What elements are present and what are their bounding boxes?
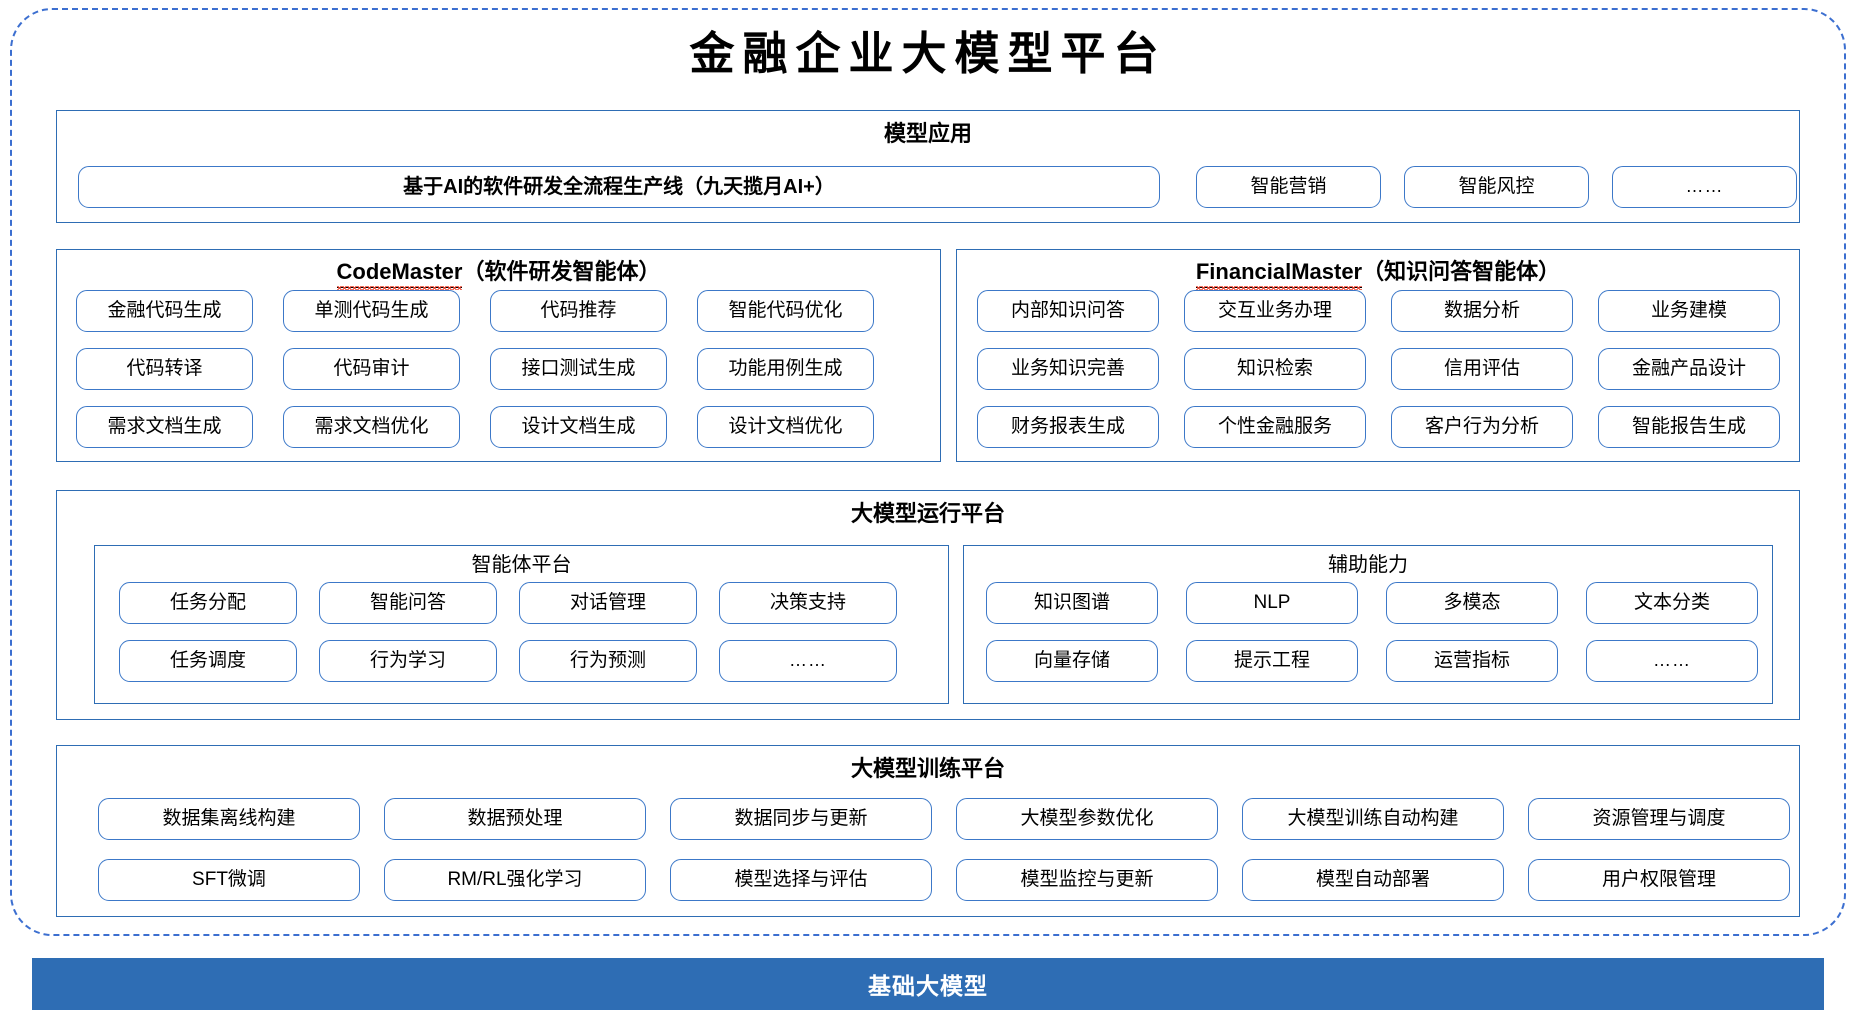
section-model-application-title: 模型应用	[883, 121, 972, 146]
financial-master-pill-9[interactable]: 个性金融服务	[1184, 406, 1366, 448]
training-pill-10[interactable]: 模型自动部署	[1242, 859, 1504, 901]
financial-master-pill-11[interactable]: 智能报告生成	[1598, 406, 1780, 448]
training-pill-9[interactable]: 模型监控与更新	[956, 859, 1218, 901]
training-pill-4[interactable]: 大模型训练自动构建	[1242, 798, 1504, 840]
support-ability-pill-more[interactable]: ……	[1586, 640, 1758, 682]
financial-master-pill-7[interactable]: 金融产品设计	[1598, 348, 1780, 390]
code-master-pill-9[interactable]: 需求文档优化	[283, 406, 460, 448]
code-master-pill-0[interactable]: 金融代码生成	[76, 290, 253, 332]
code-master-name: CodeMaster	[336, 258, 463, 290]
app-pill-ai-pipeline[interactable]: 基于AI的软件研发全流程生产线（九天揽月AI+）	[78, 166, 1160, 208]
section-runtime-platform-title: 大模型运行平台	[850, 501, 1005, 526]
code-master-pill-5[interactable]: 代码审计	[283, 348, 460, 390]
training-pill-0[interactable]: 数据集离线构建	[98, 798, 360, 840]
agent-platform-pill-1[interactable]: 智能问答	[319, 582, 497, 624]
financial-master-pill-5[interactable]: 知识检索	[1184, 348, 1366, 390]
diagram-outer-frame	[10, 8, 1846, 936]
code-master-pill-3[interactable]: 智能代码优化	[697, 290, 874, 332]
code-master-pill-4[interactable]: 代码转译	[76, 348, 253, 390]
app-pill-smart-risk-control[interactable]: 智能风控	[1404, 166, 1589, 208]
agent-platform-pill-5[interactable]: 行为学习	[319, 640, 497, 682]
financial-master-name: FinancialMaster	[1195, 258, 1363, 290]
subpanel-support-ability-title: 辅助能力	[1328, 554, 1408, 576]
support-ability-pill-6[interactable]: 运营指标	[1386, 640, 1558, 682]
training-pill-7[interactable]: RM/RL强化学习	[384, 859, 646, 901]
page-title: 金融企业大模型平台	[689, 29, 1167, 79]
training-pill-11[interactable]: 用户权限管理	[1528, 859, 1790, 901]
code-master-pill-2[interactable]: 代码推荐	[490, 290, 667, 332]
financial-master-pill-8[interactable]: 财务报表生成	[977, 406, 1159, 448]
financial-master-pill-3[interactable]: 业务建模	[1598, 290, 1780, 332]
training-pill-5[interactable]: 资源管理与调度	[1528, 798, 1790, 840]
agent-platform-pill-more[interactable]: ……	[719, 640, 897, 682]
section-financial-master-title: FinancialMaster（知识问答智能体）	[957, 258, 1799, 290]
code-master-pill-1[interactable]: 单测代码生成	[283, 290, 460, 332]
support-ability-pill-0[interactable]: 知识图谱	[986, 582, 1158, 624]
app-pill-more[interactable]: ……	[1612, 166, 1797, 208]
financial-master-pill-6[interactable]: 信用评估	[1391, 348, 1573, 390]
code-master-pill-8[interactable]: 需求文档生成	[76, 406, 253, 448]
training-pill-3[interactable]: 大模型参数优化	[956, 798, 1218, 840]
financial-master-pill-10[interactable]: 客户行为分析	[1391, 406, 1573, 448]
section-code-master-title: CodeMaster（软件研发智能体）	[57, 258, 940, 290]
section-training-platform-title: 大模型训练平台	[850, 756, 1005, 781]
financial-master-pill-2[interactable]: 数据分析	[1391, 290, 1573, 332]
subpanel-agent-platform-title: 智能体平台	[471, 554, 572, 576]
code-master-pill-6[interactable]: 接口测试生成	[490, 348, 667, 390]
agent-platform-pill-2[interactable]: 对话管理	[519, 582, 697, 624]
base-model-bar: 基础大模型	[32, 958, 1824, 1010]
support-ability-pill-1[interactable]: NLP	[1186, 582, 1358, 624]
agent-platform-pill-0[interactable]: 任务分配	[119, 582, 297, 624]
financial-master-pill-0[interactable]: 内部知识问答	[977, 290, 1159, 332]
app-pill-smart-marketing[interactable]: 智能营销	[1196, 166, 1381, 208]
support-ability-pill-5[interactable]: 提示工程	[1186, 640, 1358, 682]
training-pill-1[interactable]: 数据预处理	[384, 798, 646, 840]
agent-platform-pill-6[interactable]: 行为预测	[519, 640, 697, 682]
support-ability-pill-2[interactable]: 多模态	[1386, 582, 1558, 624]
code-master-pill-7[interactable]: 功能用例生成	[697, 348, 874, 390]
financial-master-subtitle: （知识问答智能体）	[1362, 259, 1561, 284]
training-pill-6[interactable]: SFT微调	[98, 859, 360, 901]
financial-master-pill-1[interactable]: 交互业务办理	[1184, 290, 1366, 332]
agent-platform-pill-4[interactable]: 任务调度	[119, 640, 297, 682]
support-ability-pill-4[interactable]: 向量存储	[986, 640, 1158, 682]
agent-platform-pill-3[interactable]: 决策支持	[719, 582, 897, 624]
code-master-subtitle: （软件研发智能体）	[462, 259, 661, 284]
support-ability-pill-3[interactable]: 文本分类	[1586, 582, 1758, 624]
training-pill-8[interactable]: 模型选择与评估	[670, 859, 932, 901]
financial-master-pill-4[interactable]: 业务知识完善	[977, 348, 1159, 390]
code-master-pill-11[interactable]: 设计文档优化	[697, 406, 874, 448]
training-pill-2[interactable]: 数据同步与更新	[670, 798, 932, 840]
base-model-label: 基础大模型	[868, 973, 988, 999]
code-master-pill-10[interactable]: 设计文档生成	[490, 406, 667, 448]
